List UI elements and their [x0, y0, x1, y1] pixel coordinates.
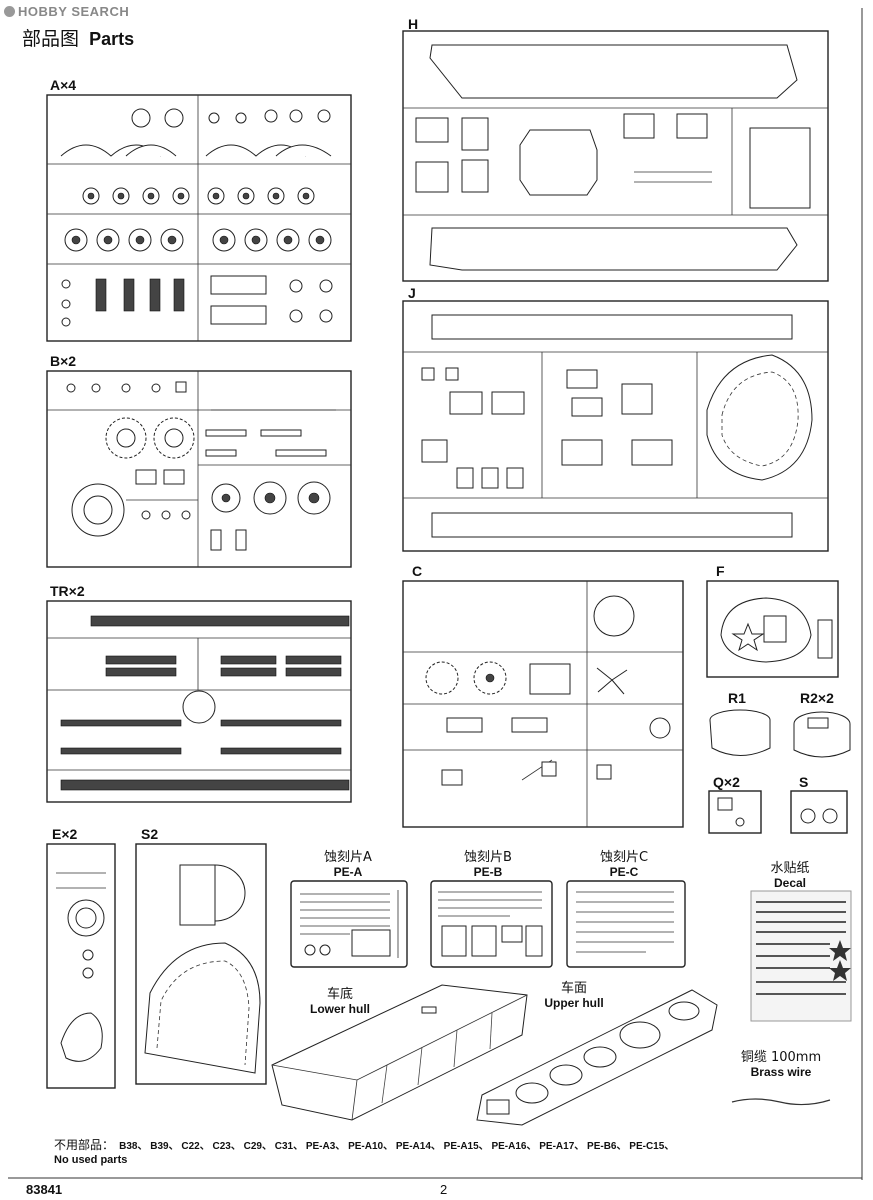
decal-caption-en: Decal — [773, 876, 807, 890]
pe-c-caption: 蚀刻片C PE-C — [592, 846, 656, 879]
sprue-a-suspension-arms — [60, 144, 332, 157]
sprue-c-label: C — [412, 563, 423, 579]
part-q-label: Q×2 — [713, 774, 740, 790]
decal-sheet — [750, 890, 852, 1022]
sprue-h-fender-bottom — [429, 227, 798, 271]
sprue-tr-label: TR×2 — [50, 583, 85, 599]
lower-hull-caption: 车底 Lower hull — [306, 983, 374, 1016]
pe-c-caption-cn: 蚀刻片C — [599, 850, 649, 865]
sprue-b-small-parts — [66, 381, 336, 551]
sprue-tr — [46, 600, 352, 803]
sprue-tr-track-links — [60, 655, 342, 755]
pe-c-sheet — [566, 880, 686, 968]
pe-a-caption: 蚀刻片A PE-A — [316, 846, 380, 879]
sprue-h-fender-top — [429, 44, 798, 99]
sprue-e-label: E×2 — [52, 826, 78, 842]
sprue-a-springs — [61, 275, 333, 327]
part-r1-label: R1 — [728, 690, 746, 706]
lower-hull-caption-cn: 车底 — [326, 987, 353, 1002]
decal-caption: 水贴纸 Decal — [760, 857, 820, 890]
unused-parts-list: B38、 B39、 C22、 C23、 C29、 C31、 PE-A3、 PE-… — [119, 1141, 675, 1152]
decal-star-icon-2 — [829, 960, 851, 981]
watermark-text: HOBBY SEARCH — [18, 4, 130, 19]
sprue-f — [706, 580, 839, 678]
brass-wire-drawing — [731, 1098, 831, 1106]
pe-b-caption-en: PE-B — [473, 865, 503, 879]
page-title-cn: 部品图 — [22, 28, 80, 50]
sprue-a-idler-wheels — [131, 108, 331, 128]
pe-c-caption-en: PE-C — [609, 865, 639, 879]
pe-b-caption-cn: 蚀刻片B — [464, 850, 512, 865]
pe-b-caption: 蚀刻片B PE-B — [456, 846, 520, 879]
sprue-j — [402, 300, 829, 552]
upper-hull-caption-en: Upper hull — [544, 996, 604, 1010]
sprue-h — [402, 30, 829, 282]
part-s-label: S — [799, 774, 809, 790]
sprue-h-turret-plate — [519, 129, 598, 196]
sprue-a — [46, 94, 352, 342]
sprue-h-panels — [415, 113, 811, 209]
unused-parts: 不用部品： B38、 B39、 C22、 C23、 C29、 C31、 PE-A… — [54, 1134, 844, 1153]
upper-hull-caption: 车面 Upper hull — [540, 977, 608, 1010]
page-title-en: Parts — [89, 29, 135, 49]
sprue-tr-track-run-top — [90, 615, 350, 627]
sprue-j-label: J — [408, 285, 416, 301]
upper-hull-drawing — [476, 989, 718, 1126]
brass-wire-caption-cn: 铜缆 100mm — [740, 1050, 822, 1065]
sprue-s2-turret-floor — [144, 942, 261, 1074]
sprue-b-idler-spoke-wheels — [211, 481, 331, 515]
sprue-j-turret-ring — [706, 354, 813, 481]
sprue-tr-center-gate — [182, 690, 216, 724]
sprue-f-label: F — [716, 563, 725, 579]
decal-star-icon — [829, 940, 851, 961]
upper-hull-openings — [515, 1001, 700, 1104]
unused-parts-label-cn: 不用部品： — [54, 1138, 115, 1152]
sprue-b — [46, 370, 352, 568]
lower-hull-caption-en: Lower hull — [310, 1002, 370, 1016]
sprue-e — [46, 843, 116, 1089]
sprue-tr-track-run-bottom — [60, 779, 350, 791]
upper-hull-caption-cn: 车面 — [560, 981, 587, 996]
sprue-j-side-plate-bottom — [431, 512, 793, 538]
sprue-c-fans — [425, 661, 628, 695]
sprue-a-road-wheels-small — [82, 187, 315, 205]
brass-wire-caption-en: Brass wire — [750, 1065, 812, 1079]
pe-a-caption-cn: 蚀刻片A — [324, 850, 372, 865]
pe-a-caption-en: PE-A — [333, 865, 363, 879]
page-number: 2 — [440, 1182, 448, 1197]
sprue-a-road-wheels-large — [64, 228, 332, 252]
sprue-h-label: H — [408, 16, 419, 32]
sprue-s2-label: S2 — [141, 826, 159, 842]
sprue-b-sprockets — [71, 417, 195, 537]
sprue-a-label: A×4 — [50, 77, 77, 93]
footer-code: 83841 — [26, 1182, 63, 1197]
pe-b-sheet — [430, 880, 553, 968]
part-r1 — [709, 709, 771, 756]
hobby-search-logo-icon — [4, 6, 15, 17]
unused-parts-label-en: No used parts — [54, 1154, 128, 1166]
part-r2 — [793, 711, 851, 758]
page-title: 部品图 Parts — [22, 24, 134, 51]
sprue-j-side-plate-top — [431, 314, 793, 340]
sprue-j-small-panels — [421, 367, 673, 489]
brass-wire-caption: 铜缆 100mm Brass wire — [738, 1046, 824, 1079]
sprue-f-star-icon — [731, 622, 765, 652]
part-r2-label: R2×2 — [800, 690, 834, 706]
lower-hull-drawing — [271, 984, 528, 1121]
sprue-s2 — [135, 843, 267, 1085]
sprue-b-label: B×2 — [50, 353, 77, 369]
part-s — [790, 790, 848, 834]
decal-caption-cn: 水贴纸 — [770, 861, 810, 876]
sprue-c — [402, 580, 684, 828]
pe-a-sheet — [290, 880, 408, 968]
sprue-c-hatch — [593, 595, 635, 637]
hobby-search-watermark: HOBBY SEARCH — [4, 4, 129, 19]
part-q — [708, 790, 762, 834]
